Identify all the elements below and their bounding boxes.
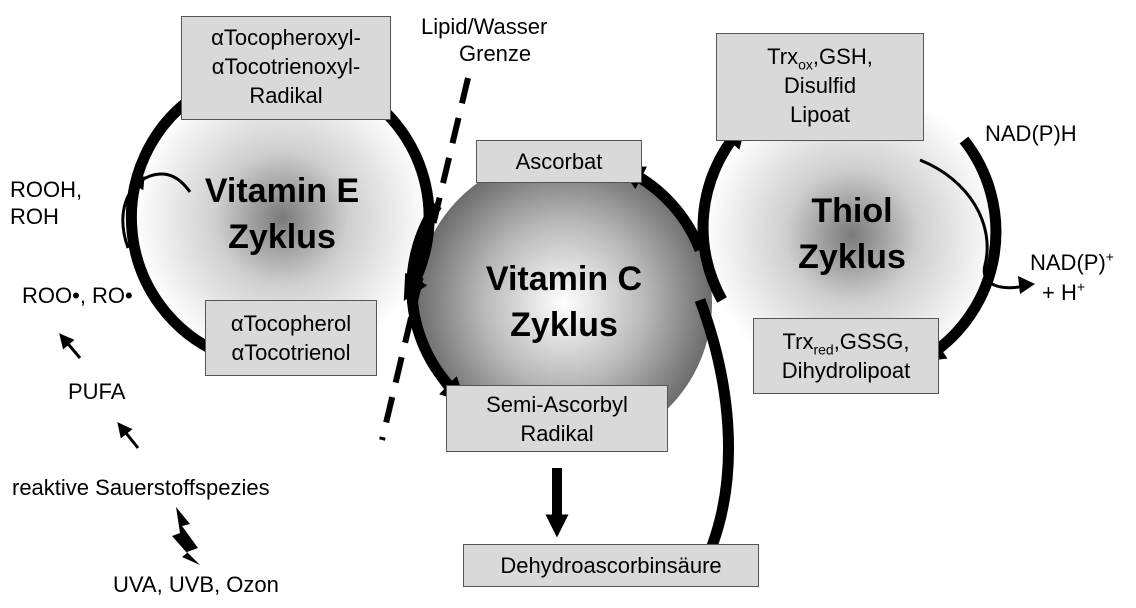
nadph-arrowhead xyxy=(1018,276,1035,294)
tocopherol-line2: αTocotrienol xyxy=(231,340,351,365)
rooh-line2: ROH xyxy=(10,204,59,229)
thiol-ox-line2: Disulfid xyxy=(783,73,857,98)
tocopheroxyl-line3: Radikal xyxy=(249,83,323,108)
vitamin-e-cycle-title: Vitamin E Zyklus xyxy=(190,168,374,260)
boundary-line1: Lipid/Wasser xyxy=(421,14,548,39)
thiol-reduced-box: Trxred,GSSG, Dihydrolipoat xyxy=(753,318,939,394)
vitamin-e-left-arc xyxy=(125,91,225,360)
semi-ascorbyl-line2: Radikal xyxy=(520,421,594,446)
vitamin-c-title-line2: Zyklus xyxy=(510,306,618,344)
roo-ro-radical-label: ROO•, RO• xyxy=(22,283,133,308)
vitamin-c-cycle-title: Vitamin C Zyklus xyxy=(462,256,666,348)
thiol-cycle-title: Thiol Zyklus xyxy=(765,188,939,280)
ascorbat-box: Ascorbat xyxy=(476,140,642,183)
arrow-ros-to-pufa xyxy=(117,422,140,449)
rooh-curve xyxy=(121,172,192,249)
tocopherol-line1: αTocopherol xyxy=(230,311,352,336)
tocopheroxyl-line1: αTocopheroxyl- xyxy=(211,25,361,50)
uv-ozone-label: UVA, UVB, Ozon xyxy=(113,572,279,597)
dehydroascorbinsaeure-return-curve xyxy=(694,298,735,548)
ascorbat-label: Ascorbat xyxy=(515,149,603,174)
nadp-plus-line1: NAD(P)+ xyxy=(1030,248,1114,275)
nadp-plus-label: NAD(P)+ + H+ xyxy=(1030,248,1114,308)
rooh-line1: ROOH, xyxy=(10,177,83,202)
ros-label: reaktive Sauerstoffspezies xyxy=(12,475,270,500)
lipid-water-boundary-label: Lipid/Wasser Grenze xyxy=(421,13,547,67)
pufa-label: PUFA xyxy=(68,379,126,404)
thiol-red-line1: Trxred,GSSG, xyxy=(782,329,910,358)
boundary-line2: Grenze xyxy=(459,41,532,66)
rooh-roh-label: ROOH, ROH xyxy=(10,176,82,230)
tocopherol-box: αTocopherol αTocotrienol xyxy=(205,300,377,376)
arrow-pufa-to-roo xyxy=(59,333,82,359)
vitamin-c-title-line1: Vitamin C xyxy=(485,260,643,298)
semi-ascorbyl-line1: Semi-Ascorbyl xyxy=(486,392,628,417)
vitamin-e-title-line2: Zyklus xyxy=(228,218,336,256)
nadp-plus-line2: + H+ xyxy=(1042,278,1086,305)
thiol-title-line2: Zyklus xyxy=(798,238,906,276)
thiol-oxidized-box: Trxox,GSH, Disulfid Lipoat xyxy=(716,33,924,141)
lipid-water-boundary-line xyxy=(379,77,471,441)
thiol-right-arc xyxy=(919,136,1002,363)
vitamin-c-cycle-circle xyxy=(416,155,712,451)
thiol-ox-line1: Trxox,GSH, xyxy=(767,44,873,73)
tocopheroxyl-line2: αTocotrienoxyl- xyxy=(211,54,361,79)
thiol-left-arc xyxy=(697,122,747,303)
uv-lightning-icon xyxy=(172,507,200,565)
thiol-ox-line3: Lipoat xyxy=(790,102,850,127)
rooh-arrowhead xyxy=(131,175,145,191)
thiol-red-line2: Dihydrolipoat xyxy=(781,358,911,383)
nadph-curve xyxy=(919,158,1031,290)
thiol-title-line1: Thiol xyxy=(811,192,893,230)
nadph-label: NAD(P)H xyxy=(985,121,1077,146)
vitamin-c-left-arc xyxy=(406,201,467,403)
tocopheroxyl-radical-box: αTocopheroxyl- αTocotrienoxyl- Radikal xyxy=(181,16,391,120)
vitamin-e-title-line1: Vitamin E xyxy=(204,172,360,210)
dehydroascorbinsaeure-label: Dehydroascorbinsäure xyxy=(500,553,722,578)
vitamin-e-cycle-circle xyxy=(134,70,430,366)
dehydroascorbinsaeure-box: Dehydroascorbinsäure xyxy=(463,544,759,587)
semi-ascorbyl-radical-box: Semi-Ascorbyl Radikal xyxy=(446,385,668,452)
